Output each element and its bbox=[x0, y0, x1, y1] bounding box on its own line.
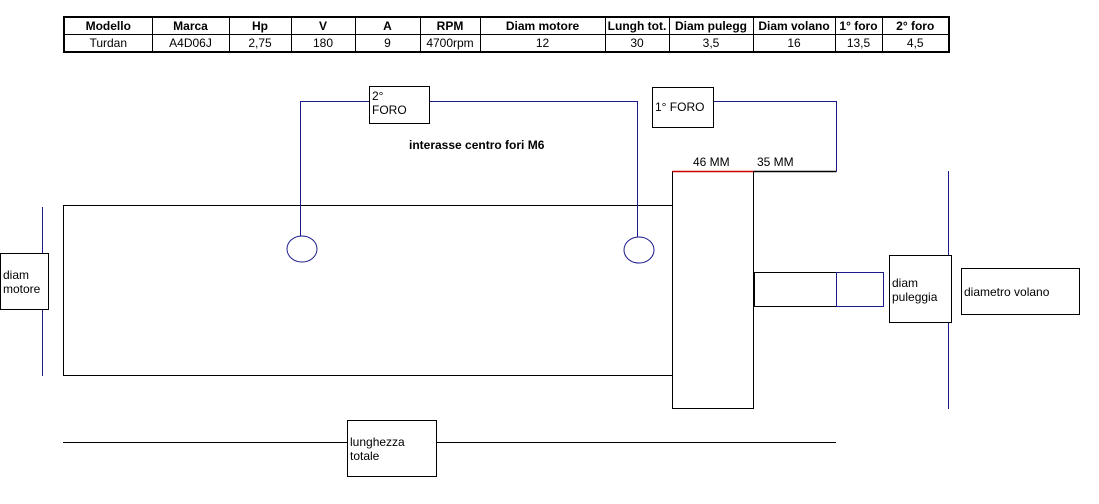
cell-hp: 2,75 bbox=[228, 34, 292, 53]
hole1-label: 1° FORO bbox=[655, 100, 705, 114]
hole-1 bbox=[623, 236, 655, 264]
hole1-box-line bbox=[714, 101, 837, 172]
hole2-label-line1: 2° bbox=[372, 89, 384, 103]
hole1-label-box: 1° FORO bbox=[652, 87, 714, 128]
diam-motore-label-line1: diam bbox=[3, 268, 30, 282]
cell-diam-volano: 16 bbox=[752, 34, 836, 53]
spec-table-row: Turdan A4D06J 2,75 180 9 4700rpm 12 30 3… bbox=[63, 34, 950, 53]
diam-motore-label-box: diam motore bbox=[0, 253, 49, 310]
diam-puleggia-label-line2: puleggia bbox=[892, 290, 938, 304]
pulley-stub bbox=[836, 272, 884, 307]
cell-modello: Turdan bbox=[63, 34, 153, 53]
header-diam-pulegg: Diam pulegg bbox=[668, 16, 754, 35]
lunghezza-label-box: lunghezza totale bbox=[347, 420, 437, 477]
header-diam-motore: Diam motore bbox=[479, 16, 606, 35]
cell-marca: A4D06J bbox=[151, 34, 230, 53]
center-distance-label: interasse centro fori M6 bbox=[409, 138, 545, 152]
dim-46-label: 46 MM bbox=[693, 155, 730, 169]
cell-2-foro: 4,5 bbox=[881, 34, 950, 53]
hole-2 bbox=[286, 235, 318, 263]
cell-v: 180 bbox=[290, 34, 356, 53]
header-diam-volano: Diam volano bbox=[752, 16, 836, 35]
cell-diam-pulegg: 3,5 bbox=[668, 34, 754, 53]
cell-lungh-tot: 30 bbox=[604, 34, 670, 53]
lunghezza-label-line2: totale bbox=[350, 449, 380, 463]
diam-puleggia-label-box: diam puleggia bbox=[889, 255, 952, 323]
diam-puleggia-label-line1: diam bbox=[892, 276, 919, 290]
motor-shaft bbox=[754, 272, 837, 307]
flange-block bbox=[672, 171, 754, 409]
header-marca: Marca bbox=[151, 16, 230, 35]
hole2-label-line2: FORO bbox=[372, 103, 407, 117]
dim-35-label: 35 MM bbox=[757, 155, 794, 169]
motor-body bbox=[63, 205, 673, 376]
hole2-leader-line bbox=[300, 101, 370, 237]
hole1-leader-line bbox=[430, 101, 638, 237]
spec-table: Modello Marca Hp V A RPM Diam motore Lun… bbox=[63, 16, 950, 53]
cell-rpm: 4700rpm bbox=[419, 34, 481, 53]
header-2-foro: 2° foro bbox=[881, 16, 950, 35]
hole2-label-box: 2° FORO bbox=[369, 86, 430, 124]
diametro-volano-label-box: diametro volano bbox=[961, 268, 1080, 315]
diametro-volano-label: diametro volano bbox=[964, 285, 1050, 299]
lunghezza-label-line1: lunghezza bbox=[350, 435, 405, 449]
diam-motore-label-line2: motore bbox=[3, 282, 41, 296]
